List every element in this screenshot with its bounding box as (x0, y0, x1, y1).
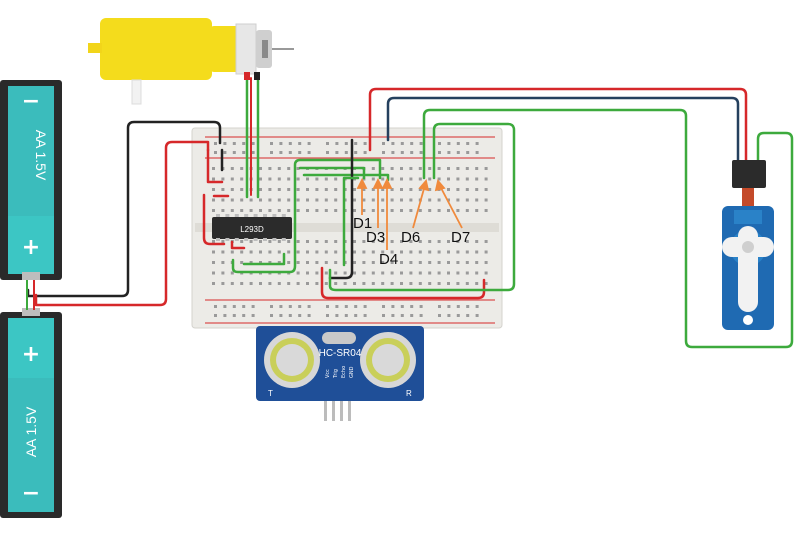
pin-labels: D1 D3 D4 D6 D7 (353, 215, 470, 268)
wire-navy-servo[interactable] (386, 96, 740, 162)
sensor-pin-trig: Trig (333, 369, 339, 379)
label-d3: D3 (366, 229, 385, 246)
sensor-pin-vcc: Vcc (325, 369, 331, 378)
label-d7: D7 (451, 229, 470, 246)
wire-red-jumper-1[interactable] (206, 148, 224, 184)
sensor-mark-r: R (406, 389, 412, 398)
battery-top-plus: + (22, 235, 40, 260)
sensor-mark-t: T (268, 389, 273, 398)
sensor-label: HC-SR04 (319, 348, 362, 359)
battery-bottom-plus: + (22, 342, 40, 367)
label-d1: D1 (353, 215, 372, 232)
label-d4: D4 (379, 251, 398, 268)
dc-motor[interactable] (88, 18, 294, 105)
wire-red-jumper-4[interactable] (230, 240, 246, 250)
pin-arrows (356, 177, 463, 250)
wire-green-long-bottom[interactable] (328, 122, 516, 292)
battery-top[interactable]: − AA 1.5V + (0, 80, 62, 280)
sensor-pin-gnd: GND (349, 366, 355, 378)
wire-red-bottom[interactable] (320, 266, 486, 300)
chip-label: L293D (240, 225, 264, 234)
battery-bottom-label: AA 1.5V (23, 406, 39, 457)
battery-bottom[interactable]: + AA 1.5V − (0, 280, 62, 518)
wire-black-sensor[interactable] (328, 138, 354, 280)
sensor-pin-echo: Echo (341, 366, 347, 378)
wires (26, 77, 794, 349)
wire-green-bottom-loop[interactable] (231, 158, 382, 274)
l293d-chip[interactable]: L293D (212, 214, 292, 241)
servo[interactable] (722, 160, 774, 330)
wire-red-battery[interactable] (34, 140, 210, 307)
arrow-d6 (412, 184, 426, 229)
label-d6: D6 (401, 229, 420, 246)
ultrasonic-sensor[interactable]: HC-SR04 T R Vcc Trig Echo GND (256, 326, 424, 421)
wire-red-servo[interactable] (368, 87, 748, 162)
wire-red-jumper-2[interactable] (202, 193, 226, 246)
wire-green-servo[interactable] (422, 108, 794, 349)
battery-top-minus: − (22, 89, 40, 114)
wire-green-sensor[interactable] (342, 176, 360, 267)
wire-green-short[interactable] (242, 252, 286, 266)
arrow-d7 (439, 185, 463, 229)
wire-black-battery[interactable] (26, 120, 222, 298)
battery-bottom-minus: − (22, 481, 40, 506)
battery-top-label: AA 1.5V (33, 130, 49, 181)
wire-green-mid-2[interactable] (302, 173, 390, 182)
